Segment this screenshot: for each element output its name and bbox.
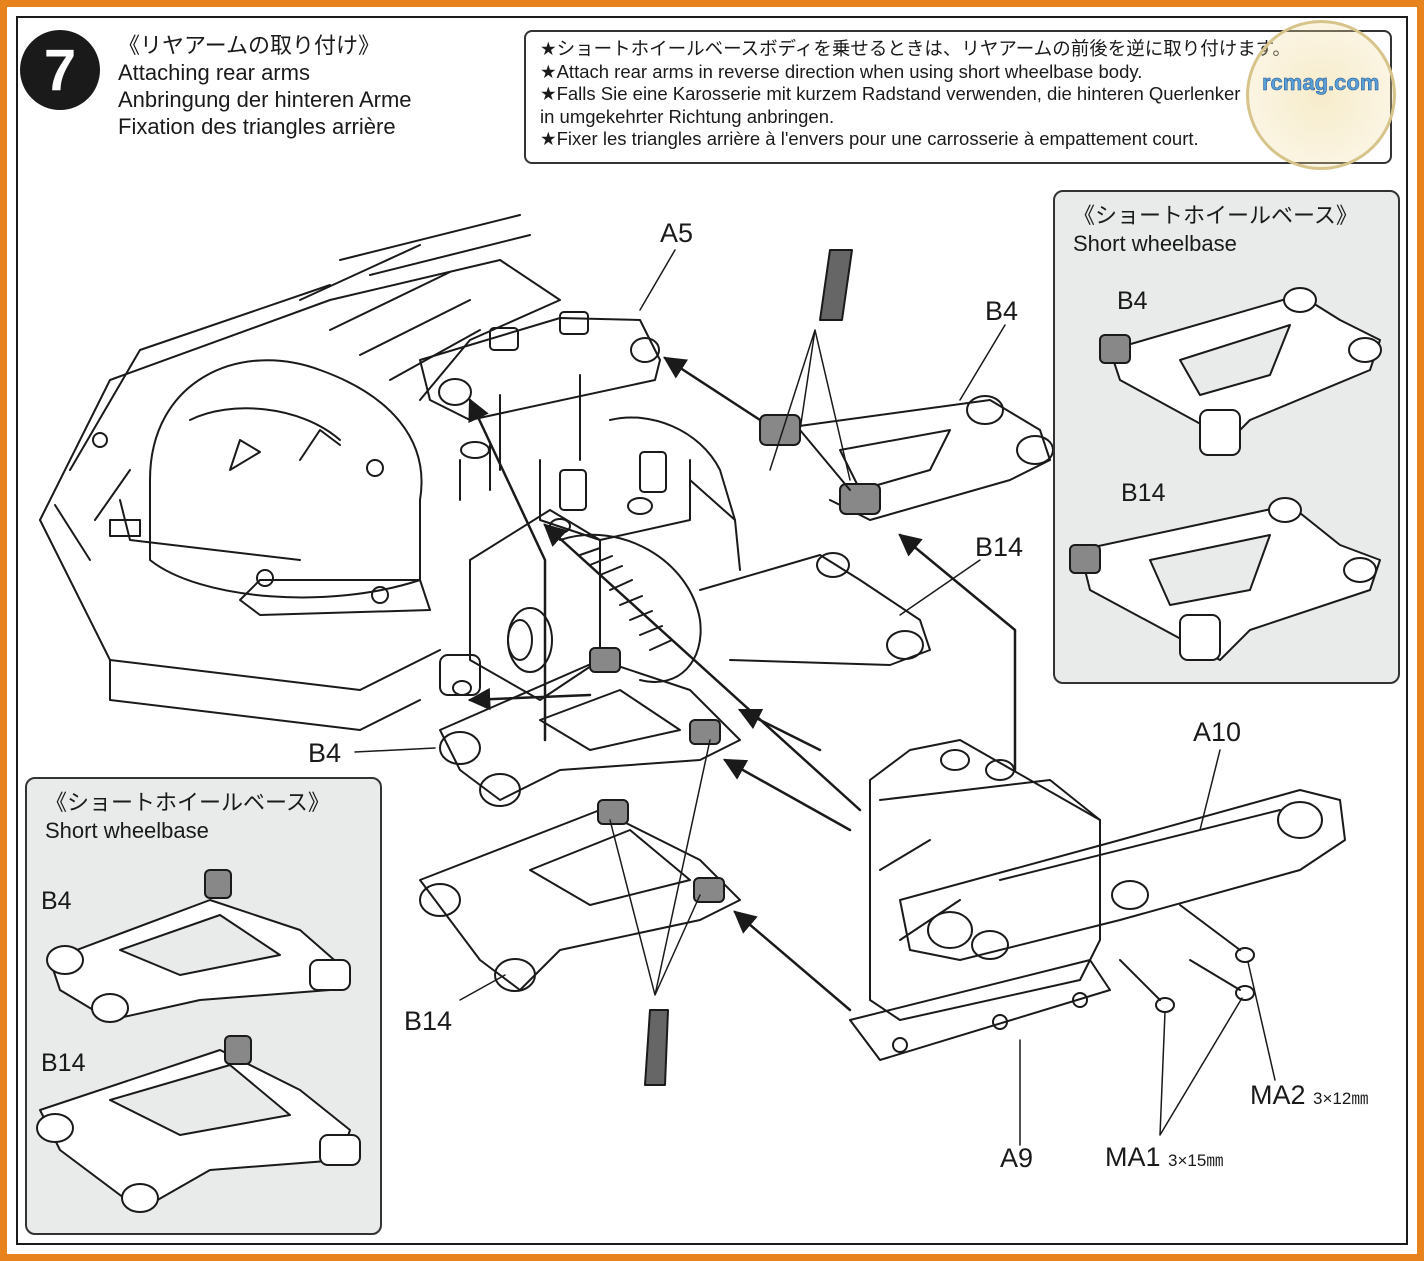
label-leaders	[354, 249, 1276, 1146]
step-title: 《リヤアームの取り付け》 Attaching rear arms Anbring…	[118, 32, 412, 140]
ma2-code: MA2	[1250, 1080, 1306, 1110]
gear-housing	[92, 359, 431, 616]
label-b4-upper: B4	[985, 296, 1019, 326]
chassis-tub	[39, 214, 561, 731]
part-b14-lower	[419, 799, 741, 992]
label-a5: A5	[660, 218, 694, 248]
part-b14-mid	[699, 552, 931, 666]
part-b4-lower	[439, 647, 741, 807]
label-b14-bottom: B14	[404, 1006, 453, 1036]
ma1-code: MA1	[1105, 1142, 1161, 1172]
label-b4-left: B4	[308, 738, 342, 768]
inset-title-jp: 《ショートホイールベース》	[45, 790, 330, 815]
title-german: Anbringung der hinteren Arme	[118, 87, 412, 112]
ma1-size: 3×15㎜	[1168, 1151, 1224, 1170]
note-line-de-2: in umgekehrter Richtung anbringen.	[540, 105, 835, 127]
inset-title: 《ショートホイールベース》 Short wheelbase	[1073, 202, 1358, 258]
label-b14-mid: B14	[975, 532, 1024, 562]
part-a9	[849, 739, 1111, 1061]
inset-part-b14: B14	[1121, 479, 1166, 507]
inset-part-b4: B4	[41, 887, 72, 915]
watermark-seal	[1246, 20, 1396, 170]
page-frame	[16, 16, 1408, 1245]
differential	[439, 416, 741, 701]
inset-title: 《ショートホイールベース》 Short wheelbase	[45, 789, 330, 845]
watermark-text: rcmag.com	[1262, 70, 1380, 96]
note-line-fr: ★Fixer les triangles arrière à l'envers …	[540, 128, 1199, 149]
ma2-size: 3×12㎜	[1313, 1089, 1369, 1108]
inset-part-b14: B14	[41, 1049, 86, 1077]
note-line-jp: ★ショートホイールベースボディを乗せるときは、リヤアームの前後を逆に取り付けます…	[540, 38, 1291, 59]
inset-part-b4: B4	[1117, 287, 1148, 315]
assembly-arrows	[467, 356, 1017, 1012]
label-a10: A10	[1193, 717, 1242, 747]
part-a10	[899, 789, 1346, 961]
grease-tube-top	[769, 249, 853, 481]
inset-title-en: Short wheelbase	[45, 818, 209, 843]
title-japanese: 《リヤアームの取り付け》	[118, 33, 381, 58]
grease-tube-bottom	[609, 739, 711, 1086]
title-french: Fixation des triangles arrière	[118, 114, 396, 139]
label-a9: A9	[1000, 1143, 1034, 1173]
note-line-en: ★Attach rear arms in reverse direction w…	[540, 60, 1143, 82]
screws	[1119, 904, 1255, 1013]
inset-title-en: Short wheelbase	[1073, 231, 1237, 256]
inset-short-wheelbase-right: 《ショートホイールベース》 Short wheelbase B4 B14	[1053, 190, 1400, 684]
note-line-de-1: ★Falls Sie eine Karosserie mit kurzem Ra…	[540, 83, 1241, 104]
part-b4-upper	[759, 395, 1054, 521]
label-ma2: MA2 3×12㎜	[1250, 1080, 1368, 1111]
step-number-badge: 7	[20, 30, 100, 110]
part-a5	[419, 311, 661, 471]
inset-title-jp: 《ショートホイールベース》	[1073, 203, 1358, 228]
inset-short-wheelbase-left: 《ショートホイールベース》 Short wheelbase B4 B14	[25, 777, 382, 1235]
title-english: Attaching rear arms	[118, 60, 310, 85]
label-ma1: MA1 3×15㎜	[1105, 1142, 1223, 1173]
